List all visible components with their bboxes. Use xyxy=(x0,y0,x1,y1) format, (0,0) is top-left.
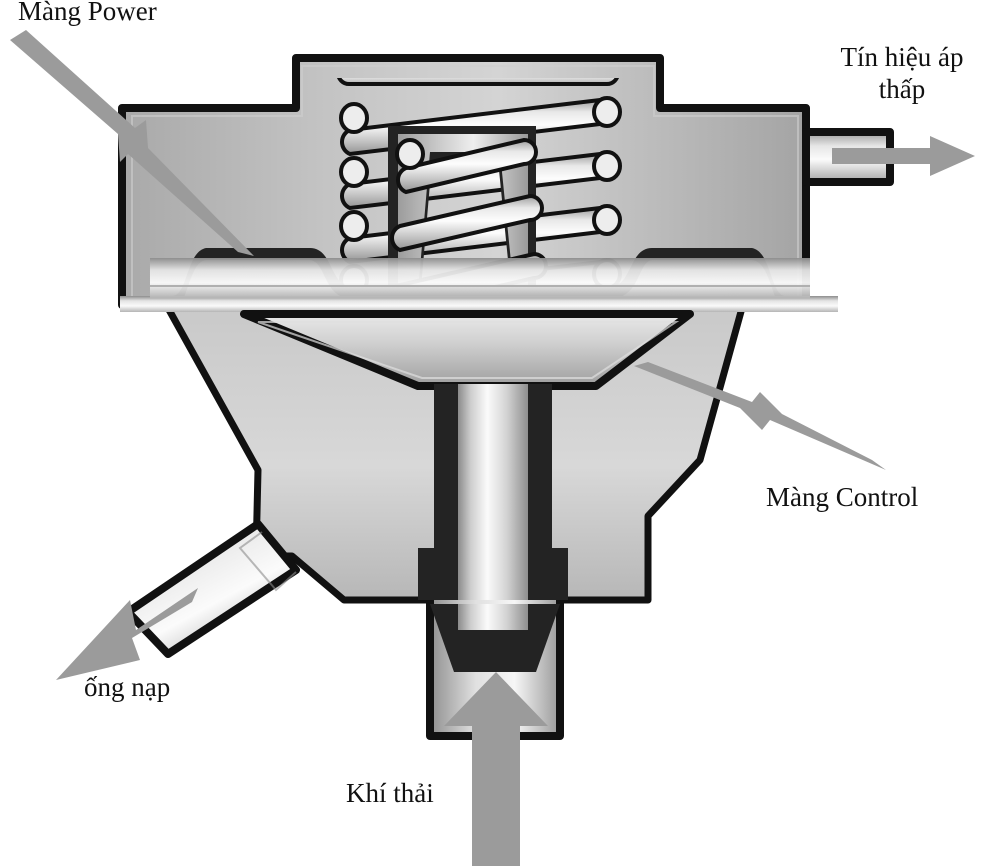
label-tin-hieu-ap-thap: Tín hiệu áp thấp xyxy=(840,42,964,104)
flow-arrow-low-pressure-signal xyxy=(832,136,975,176)
flow-arrow-exhaust xyxy=(444,672,548,866)
label-khi-thai: Khí thải xyxy=(346,778,434,808)
diaphragm-plate xyxy=(120,258,838,312)
label-mang-power: Màng Power xyxy=(18,0,157,26)
pointer-arrow-mang-control xyxy=(634,362,886,470)
label-ong-nap: ống nạp xyxy=(84,672,171,702)
label-mang-control: Màng Control xyxy=(766,482,919,512)
pointer-arrow-mang-power xyxy=(10,30,254,256)
control-diaphragm xyxy=(240,310,694,390)
flow-arrow-intake xyxy=(56,588,198,680)
intake-manifold-port-pipe xyxy=(124,520,300,658)
valve-stem xyxy=(418,384,568,614)
exhaust-gas-port-pipe xyxy=(426,600,564,740)
